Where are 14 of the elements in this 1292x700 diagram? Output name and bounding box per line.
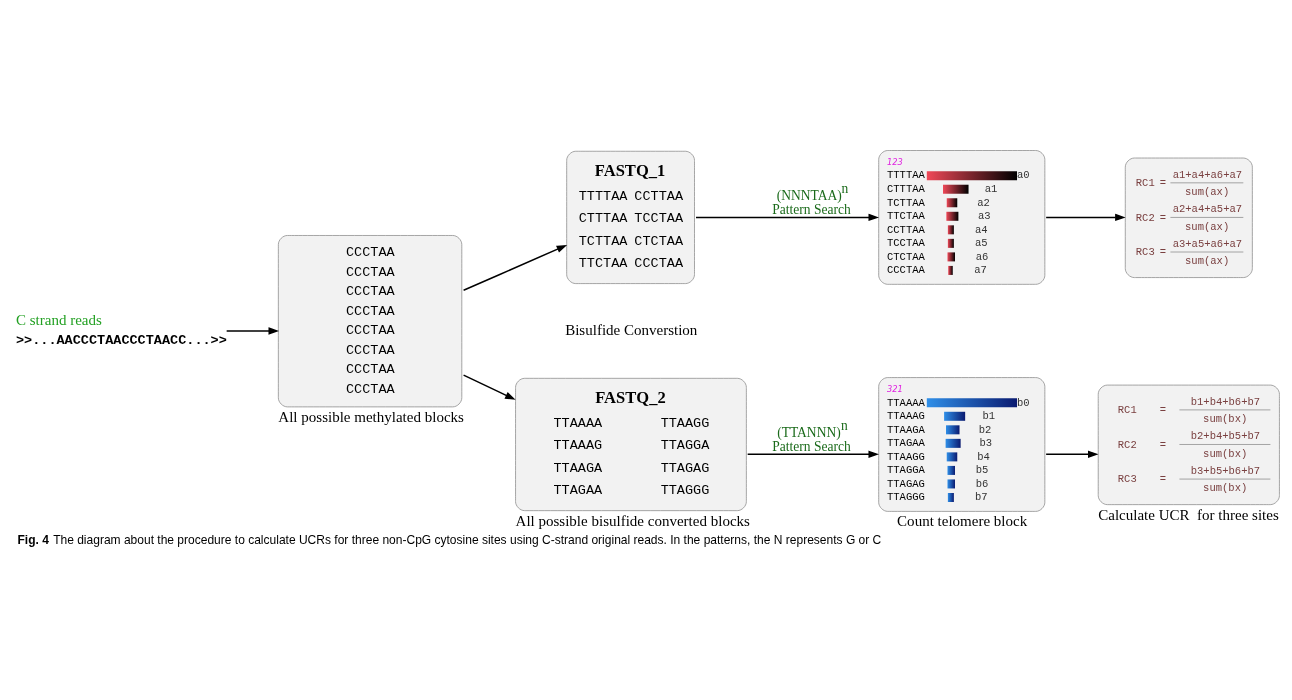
arrow [1045,450,1099,458]
arrow [225,326,280,335]
arrow [695,213,879,221]
arrow [462,244,568,291]
node-label: Count telomere block [897,512,1028,529]
node-text: C strand reads >>...AACCCTAACCCTAACC...>> [15,311,227,348]
node-label: Calculate UCR for three sites [1098,506,1279,523]
arrow [1045,213,1126,221]
caption: Fig. 4 The diagram about the procedure to calculate UCRs for three non-CpG cytosine sites using C-strand original reads. In the patterns, the N represents G or C [17,532,882,547]
node-label: All possible bisulfide converted blocks [515,512,750,529]
node-label: All possible methylated blocks [278,408,464,425]
arrow [746,450,879,458]
label: Bisulfide Converstion [565,321,698,338]
arrow [462,373,516,400]
